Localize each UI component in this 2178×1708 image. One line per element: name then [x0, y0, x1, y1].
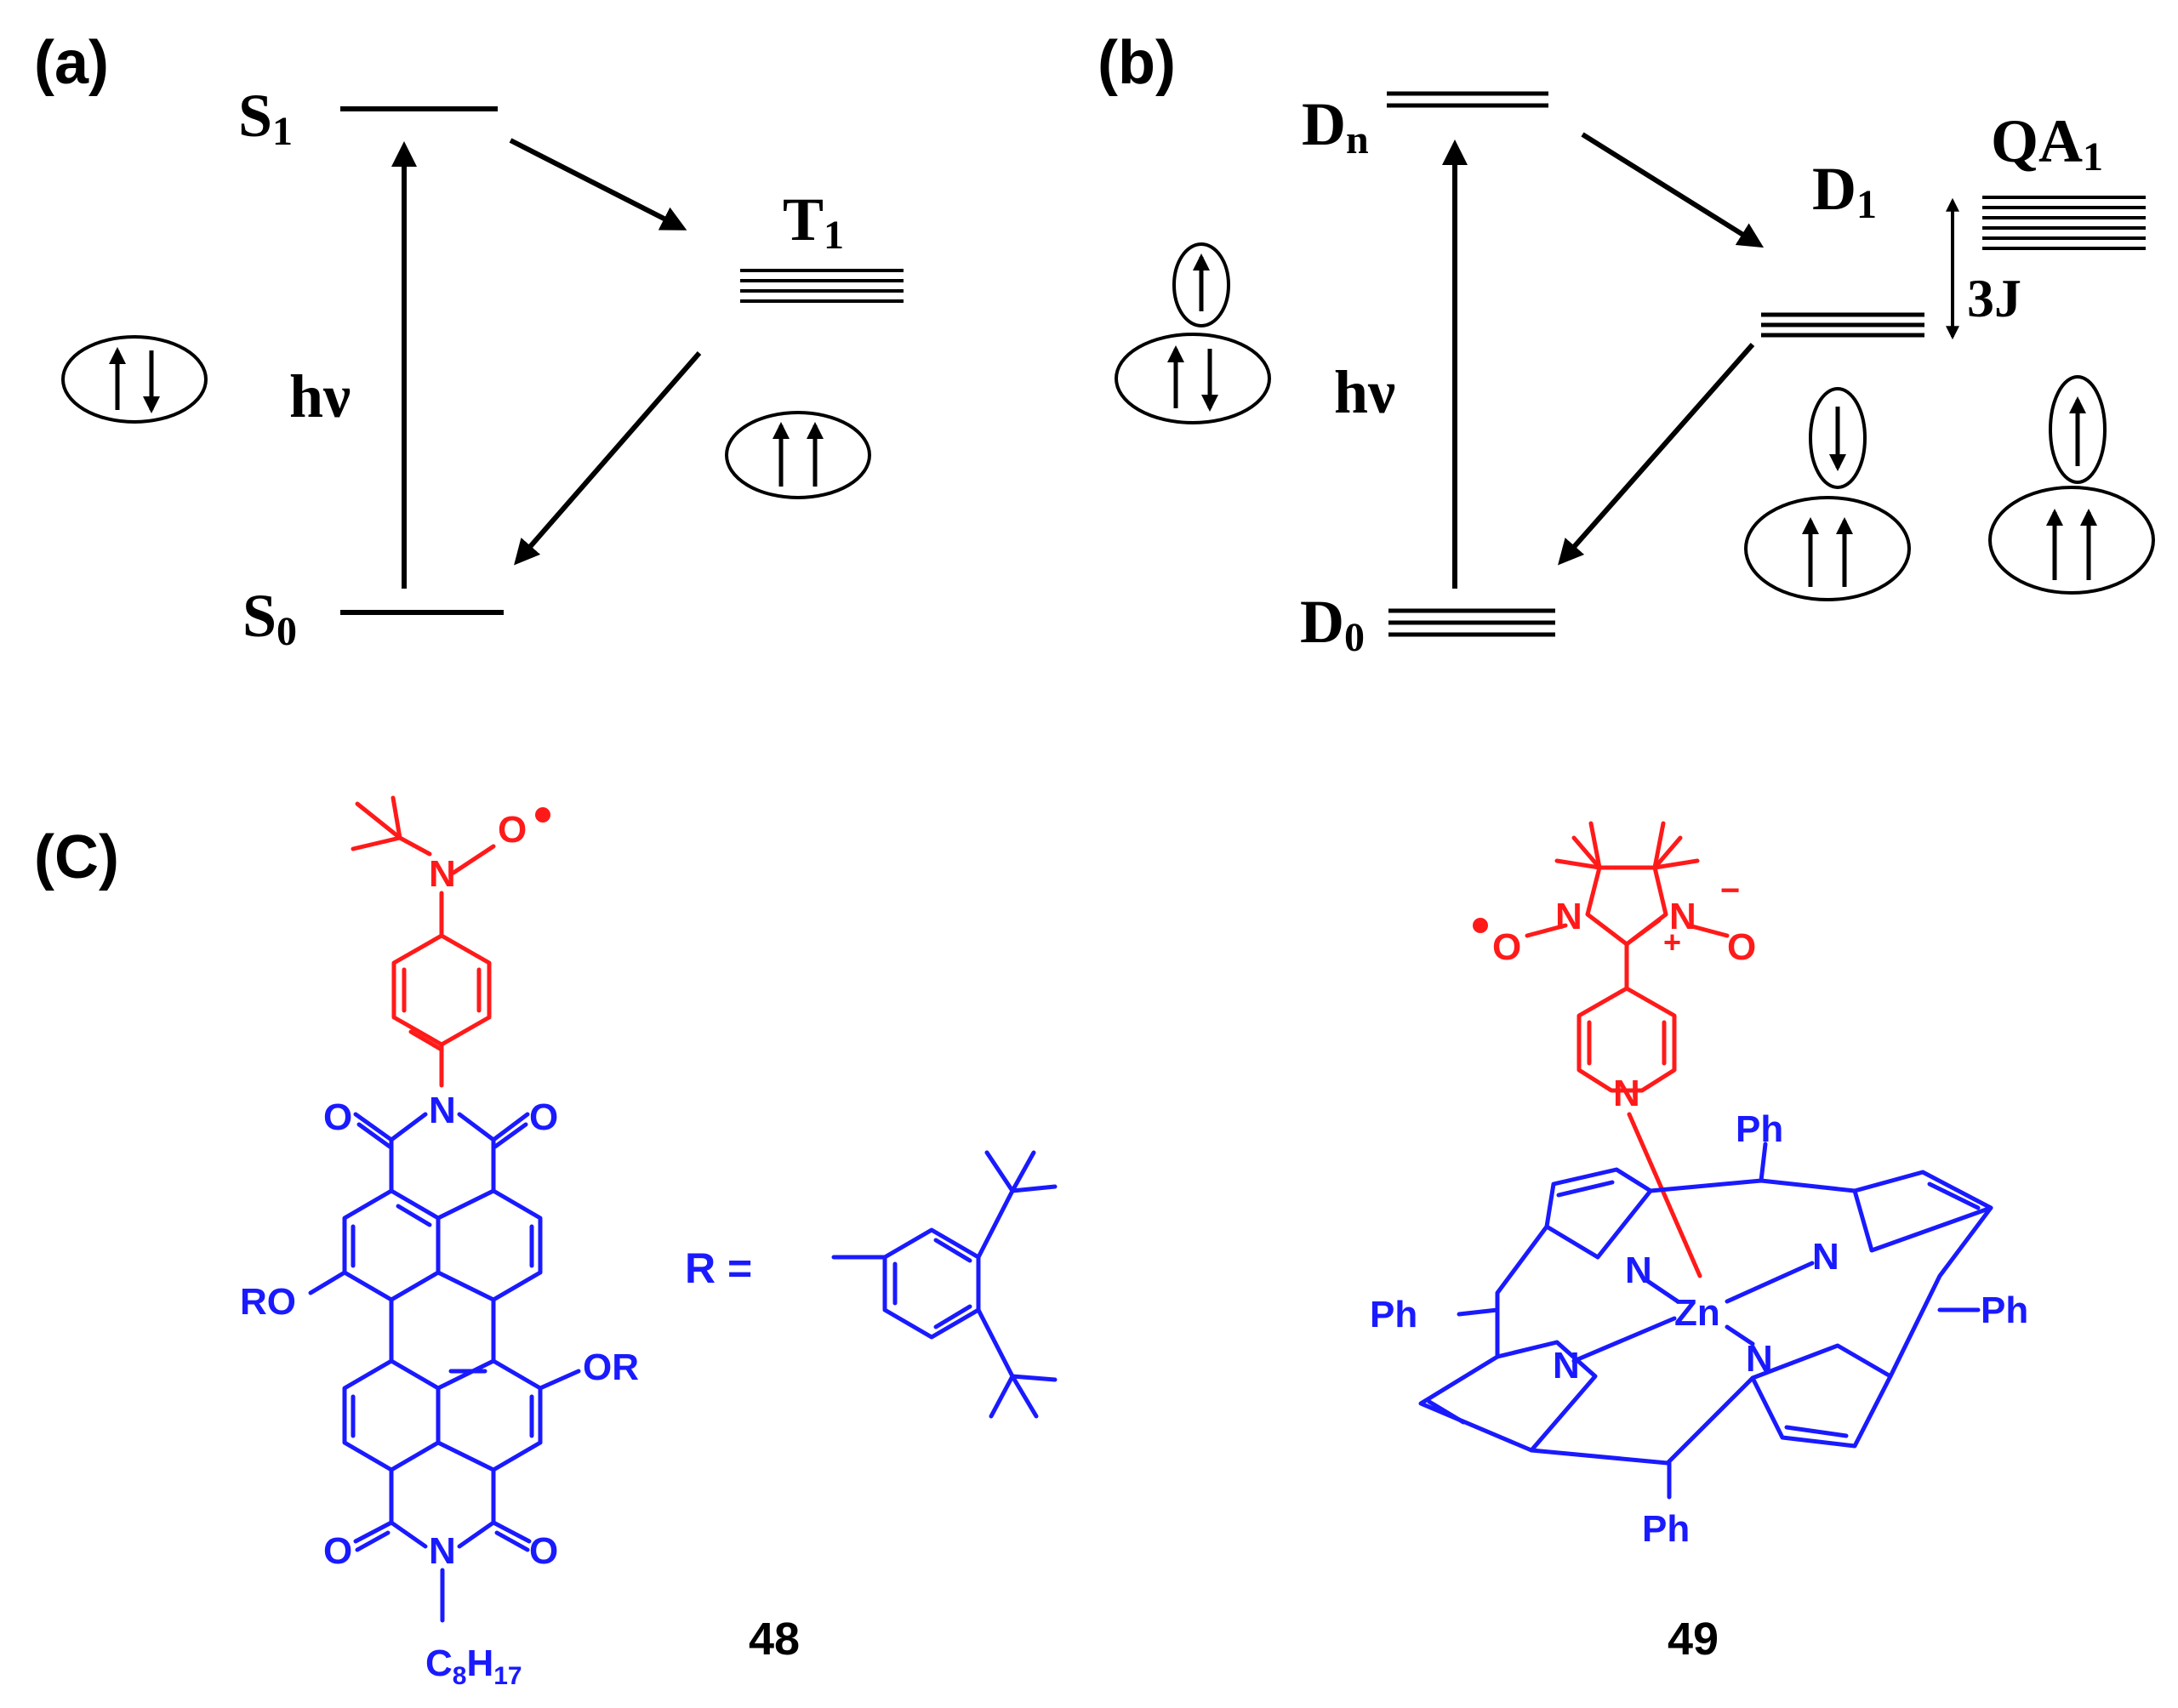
t1-level	[740, 269, 904, 303]
r-equals-label: R =	[685, 1244, 752, 1292]
panel-a-label: (a)	[34, 29, 109, 97]
nitronyl-nitroxide-49: N N O O + − N	[1473, 821, 1756, 1278]
hv-label-b: hν	[1334, 358, 1395, 426]
atom-n-por-nw: N	[1625, 1250, 1652, 1291]
d0-label: D0	[1300, 588, 1365, 660]
phenyl-top: Ph	[1736, 1108, 1783, 1150]
octyl-chain: C8H17	[425, 1643, 522, 1690]
s1-label: S1	[238, 82, 293, 154]
d0-level	[1388, 608, 1555, 637]
atom-n-pyridine: N	[1613, 1073, 1640, 1114]
atom-o-imide-br: O	[529, 1530, 558, 1572]
atom-n-imide-top: N	[429, 1090, 456, 1131]
atom-n-nn-right: N	[1669, 896, 1696, 937]
d1-label: D1	[1812, 155, 1877, 227]
dn-level	[1387, 91, 1548, 108]
panel-b-label: (b)	[1098, 29, 1176, 97]
s0-label: S0	[242, 582, 297, 654]
qa1-level	[1982, 196, 2146, 250]
dn-label: Dn	[1302, 90, 1369, 162]
atom-o-imide-bl: O	[323, 1530, 352, 1572]
substituent-or: OR	[583, 1346, 639, 1388]
atom-o-imide-tl: O	[323, 1096, 352, 1138]
panel-a: (a) S1 S0 T1 hν	[34, 29, 904, 654]
charge-minus: −	[1720, 872, 1740, 909]
atom-o-nn-left: O	[1492, 926, 1521, 968]
phenyl-right: Ph	[1981, 1290, 2028, 1331]
phenyl-bottom: Ph	[1642, 1508, 1690, 1550]
zinc-porphyrin-49: Ph Ph Ph Ph N N N N Zn	[1370, 1108, 2028, 1550]
atom-n-por-sw: N	[1553, 1345, 1580, 1386]
r-group-definition: R =	[685, 1150, 1058, 1419]
atom-n-imide-bottom: N	[429, 1530, 456, 1572]
isc-arrow	[509, 138, 687, 231]
panel-c-label: (C)	[34, 823, 119, 891]
t1-label: T1	[783, 185, 844, 258]
panel-c: (C) N O N	[34, 795, 2028, 1690]
ic-arrow	[1581, 132, 1765, 248]
d1-spin-icon	[1744, 387, 1911, 601]
exchange-label: 3J	[1967, 268, 2021, 328]
pdi-core-48: N O O	[240, 1090, 639, 1690]
panel-b: (b) Dn D0 D1 QA1	[1098, 29, 2155, 660]
atom-o-nitroxide-48: O	[498, 809, 527, 851]
atom-zinc: Zn	[1674, 1292, 1720, 1334]
atom-o-nn-right: O	[1727, 926, 1756, 968]
nitroxide-radical-48: N O	[351, 795, 550, 1088]
singlet-spin-icon	[61, 335, 208, 424]
substituent-ro: RO	[240, 1281, 296, 1323]
atom-o-imide-tr: O	[529, 1096, 558, 1138]
qa1-spin-icon	[1988, 375, 2155, 595]
hv-label-a: hν	[289, 362, 351, 430]
d1-level	[1761, 312, 1924, 338]
atom-n-nn-left: N	[1555, 896, 1582, 937]
compound-48-label: 48	[749, 1614, 800, 1665]
relaxation-arrow-b	[1558, 343, 1755, 566]
phenyl-left: Ph	[1370, 1294, 1417, 1335]
charge-plus: +	[1663, 925, 1681, 959]
qa1-label: QA1	[1991, 107, 2103, 179]
compound-48-structure: N O N O O	[240, 795, 639, 1690]
radical-dot-48	[535, 807, 550, 823]
compound-49-label: 49	[1668, 1614, 1719, 1665]
radical-dot-49	[1473, 918, 1488, 933]
atom-n-por-ne: N	[1812, 1236, 1839, 1278]
relaxation-arrow-a	[514, 351, 702, 566]
triplet-spin-icon	[725, 411, 871, 499]
compound-49-structure: N N O O + − N	[1370, 821, 2028, 1550]
doublet-spin-icon	[1115, 242, 1271, 424]
atom-n-nitroxide-48: N	[429, 853, 456, 895]
